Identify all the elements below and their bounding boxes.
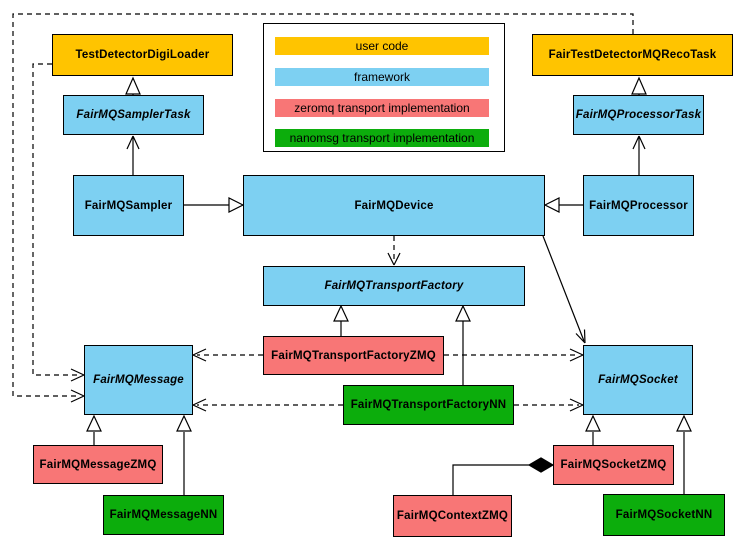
edge-sampler-samplertask (126, 135, 140, 175)
node-fairmqtransportfactorynn: FairMQTransportFactoryNN (343, 385, 514, 425)
node-fairmqprocessortask: FairMQProcessorTask (573, 95, 704, 135)
legend-item-user-code: user code (275, 37, 489, 55)
edge-factoryzmq-transportfactory (333, 304, 349, 336)
edge-recotask-message (12, 13, 634, 403)
node-fairmqcontextzmq: FairMQContextZMQ (393, 495, 512, 537)
edge-socketnn-socket (676, 414, 692, 494)
node-fairmqsocket: FairMQSocket (583, 345, 693, 415)
edge-processor-processortask (632, 135, 646, 175)
node-fairmqmessagenn: FairMQMessageNN (103, 495, 224, 535)
edge-device-socket (542, 235, 586, 344)
edge-factoryzmq-message (192, 348, 263, 362)
edge-factoryzmq-socket (444, 348, 584, 362)
edge-contextzmq-socketzmq (452, 457, 555, 495)
edge-processortask-recotask (631, 76, 647, 95)
node-fairmqtransportfactoryzmq: FairMQTransportFactoryZMQ (263, 336, 444, 375)
edge-socketzmq-socket (585, 414, 601, 445)
node-fairmqsocketzmq: FairMQSocketZMQ (553, 445, 674, 485)
legend: user code framework zeromq transport imp… (263, 23, 505, 152)
edge-device-transportfactory (387, 236, 401, 266)
node-fairmqsampler: FairMQSampler (73, 175, 184, 236)
node-fairmqtransportfactory: FairMQTransportFactory (263, 266, 525, 306)
legend-item-framework: framework (275, 68, 489, 86)
node-fairmqmessagezmq: FairMQMessageZMQ (33, 445, 163, 484)
edge-sampler-device (184, 197, 245, 213)
legend-item-zeromq: zeromq transport implementation (275, 99, 489, 117)
edge-processor-device (543, 197, 583, 213)
node-fairmqsocketnn: FairMQSocketNN (603, 494, 725, 536)
node-fairtestdetectormqrecotask: FairTestDetectorMQRecoTask (532, 34, 733, 76)
edge-digiloader-message (32, 63, 85, 382)
node-fairmqprocessor: FairMQProcessor (583, 175, 694, 236)
node-testdetectordigiloader: TestDetectorDigiLoader (52, 34, 233, 76)
node-fairmqsamplertask: FairMQSamplerTask (63, 95, 204, 135)
node-fairmqmessage: FairMQMessage (84, 345, 193, 415)
edge-messagenn-message (176, 414, 192, 495)
node-fairmqdevice: FairMQDevice (243, 175, 545, 236)
edge-samplertask-digiloader (125, 76, 141, 95)
edge-messagezmq-message (86, 414, 102, 445)
edge-factorynn-socket (514, 398, 584, 412)
edge-factorynn-message (192, 398, 343, 412)
legend-item-nanomsg: nanomsg transport implementation (275, 129, 489, 147)
edge-factorynn-transportfactory (455, 304, 471, 385)
